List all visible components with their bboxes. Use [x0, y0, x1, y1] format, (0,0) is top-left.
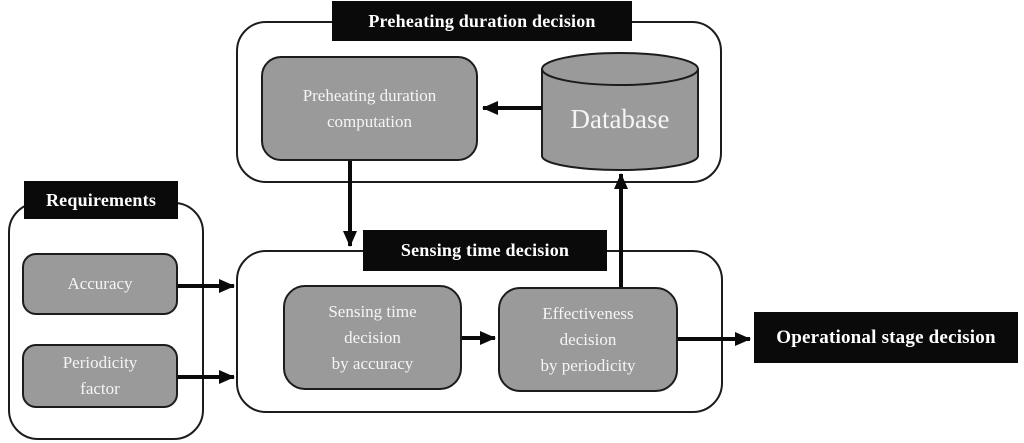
preheating-duration-decision-title: Preheating duration decision — [332, 1, 632, 41]
effectiveness-decision-by-periodicity-node: Effectiveness decision by periodicity — [498, 287, 678, 392]
operational-stage-decision-title: Operational stage decision — [754, 312, 1018, 363]
periodicity-factor-node: Periodicity factor — [22, 344, 178, 408]
accuracy-node: Accuracy — [22, 253, 178, 315]
sensing-time-decision-title: Sensing time decision — [363, 230, 607, 271]
requirements-title: Requirements — [24, 181, 178, 219]
database-node-label: Database — [570, 104, 670, 134]
sensing-time-decision-by-accuracy-node: Sensing time decision by accuracy — [283, 285, 462, 390]
preheating-duration-computation-node: Preheating duration computation — [261, 56, 478, 161]
